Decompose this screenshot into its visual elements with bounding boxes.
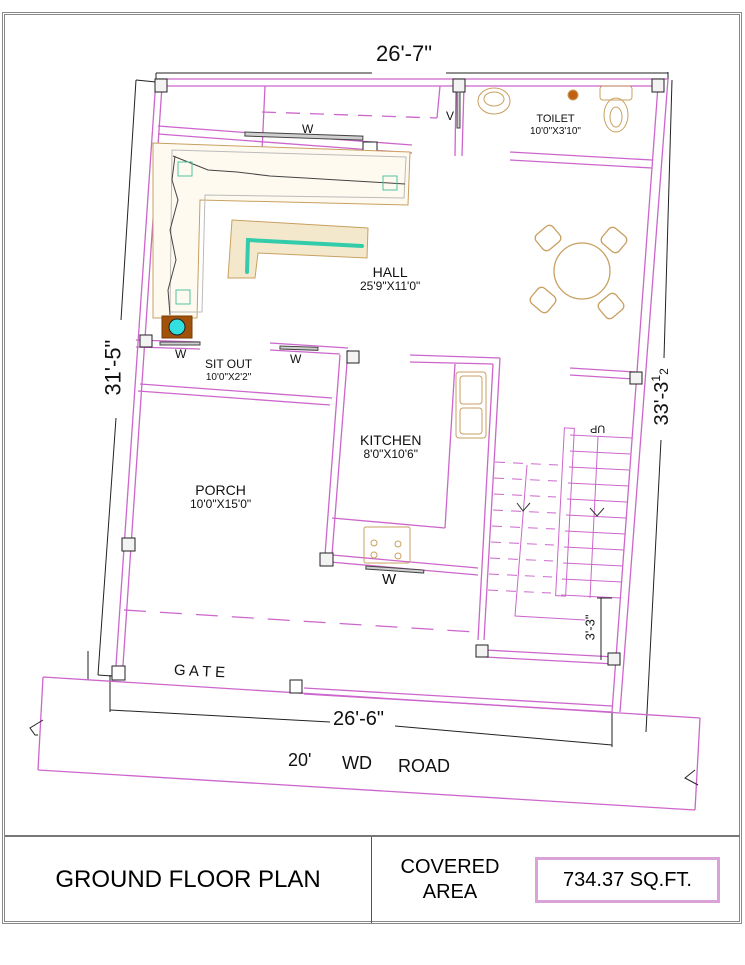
room-kitchen: KITCHEN 8'0"X10'6": [360, 432, 421, 462]
gate-label: G A T E: [173, 661, 226, 682]
right-dimension-line: [645, 79, 673, 733]
l-shaped-sofa: [152, 142, 411, 319]
room-toilet: TOILET 10'0"X3'10": [530, 113, 581, 137]
stair-direction-arrows: [516, 502, 605, 517]
staircase: [487, 427, 633, 621]
bottom-dimension-line: [87, 651, 613, 747]
title-block: GROUND FLOOR PLAN COVERED AREA 734.37 SQ…: [5, 835, 740, 923]
stair-up-label: UP: [590, 422, 606, 435]
room-sit-out-name: SIT OUT: [205, 357, 253, 371]
toilet-fixtures: [477, 85, 633, 133]
road-wd-label: WD: [342, 753, 372, 773]
window-label-sit-out-left: W: [175, 347, 187, 361]
left-dimension-label: 31'-5": [100, 339, 126, 396]
right-dimension-fraction-denominator: 2: [656, 368, 671, 375]
side-table-lamp: [161, 315, 193, 339]
sofa-cushions: [175, 161, 398, 305]
floor-plan-drawing: [29, 72, 701, 811]
room-hall-size: 25'9"X11'0": [360, 279, 421, 294]
bottom-dimension-label: 26'-6": [333, 708, 384, 730]
window-label-hall-top: W: [302, 122, 314, 136]
room-sit-out-size: 10'0"X2'2": [205, 371, 252, 383]
road-label: ROAD: [398, 756, 451, 776]
room-toilet-size: 10'0"X3'10": [530, 125, 581, 137]
top-dimension-line: [155, 72, 669, 82]
room-hall: HALL 25'9"X11'0": [360, 264, 420, 294]
room-kitchen-size: 8'0"X10'6": [363, 447, 418, 462]
stair-landing-dimension-label: 3'-3": [582, 614, 598, 641]
drawing-title: GROUND FLOOR PLAN: [5, 837, 372, 923]
right-dimension-main: 33'-3: [650, 381, 673, 426]
room-porch-size: 10'0"X15'0": [190, 497, 252, 512]
room-kitchen-name: KITCHEN: [360, 432, 422, 448]
gas-stove: [363, 526, 411, 564]
covered-area-value: 734.37 SQ.FT.: [535, 857, 720, 903]
right-dimension-label: 33'-312: [649, 357, 674, 437]
stair-landing-dimension: [597, 597, 612, 660]
room-sit-out: SIT OUT 10'0"X2'2": [205, 357, 253, 383]
drawing-sheet-border: [2, 12, 742, 924]
ventilator-label: V: [446, 109, 455, 123]
room-toilet-name: TOILET: [536, 113, 575, 125]
l-shaped-coffee-table: [227, 219, 369, 279]
covered-area-label-line1: COVERED: [400, 856, 500, 878]
windows: [159, 91, 461, 574]
kitchen-sink: [455, 371, 487, 439]
covered-area-label-line2: AREA: [422, 881, 478, 903]
room-porch-name: PORCH: [195, 482, 246, 498]
window-label-sit-out-right: W: [290, 352, 302, 366]
room-porch: PORCH 10'0"X15'0": [190, 482, 251, 512]
right-dimension-fraction-numerator: 1: [649, 374, 664, 382]
window-label-kitchen: W: [382, 571, 397, 588]
room-hall-name: HALL: [372, 264, 408, 280]
road-width-label: 20': [288, 750, 312, 770]
road-break-marks: [29, 719, 699, 786]
columns: [111, 78, 665, 694]
dining-table-set: [529, 224, 628, 320]
covered-area-label: COVERED AREA: [385, 855, 515, 905]
left-dimension-line: [97, 79, 157, 677]
top-dimension-label: 26'-7": [376, 41, 433, 66]
road-edges: [37, 676, 701, 811]
